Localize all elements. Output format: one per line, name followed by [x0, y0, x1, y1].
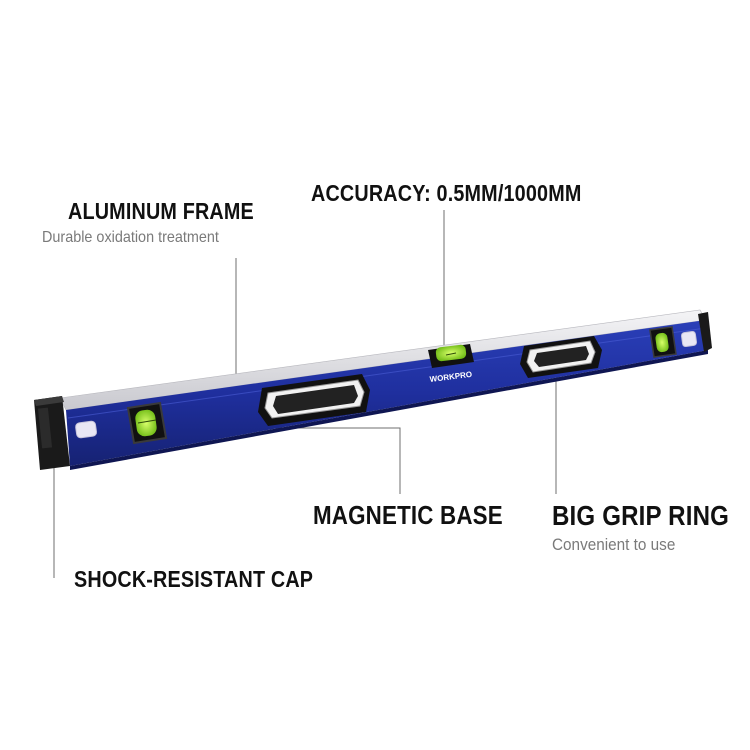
aluminum-frame-title: ALUMINUM FRAME	[68, 198, 254, 224]
right-end-cap	[698, 312, 712, 352]
grip-ring-right	[520, 336, 602, 378]
accuracy-vial	[428, 344, 474, 368]
grip-ring-left	[258, 374, 370, 426]
right-vial	[649, 326, 677, 358]
big-grip-ring-title: BIG GRIP RING	[552, 500, 730, 531]
hanging-hole-right	[680, 330, 698, 348]
accuracy-title: ACCURACY: 0.5MM/1000MM	[311, 180, 582, 206]
aluminum-frame-subtitle: Durable oxidation treatment	[42, 229, 219, 246]
shock-resistant-cap-title: SHOCK-RESISTANT CAP	[74, 566, 314, 592]
leader-magnetic-base	[262, 427, 401, 494]
left-vial	[126, 401, 168, 445]
hanging-hole-left	[75, 420, 97, 439]
shock-resistant-cap	[34, 396, 70, 470]
magnetic-base-title: MAGNETIC BASE	[313, 500, 503, 530]
big-grip-ring-subtitle: Convenient to use	[552, 535, 676, 554]
